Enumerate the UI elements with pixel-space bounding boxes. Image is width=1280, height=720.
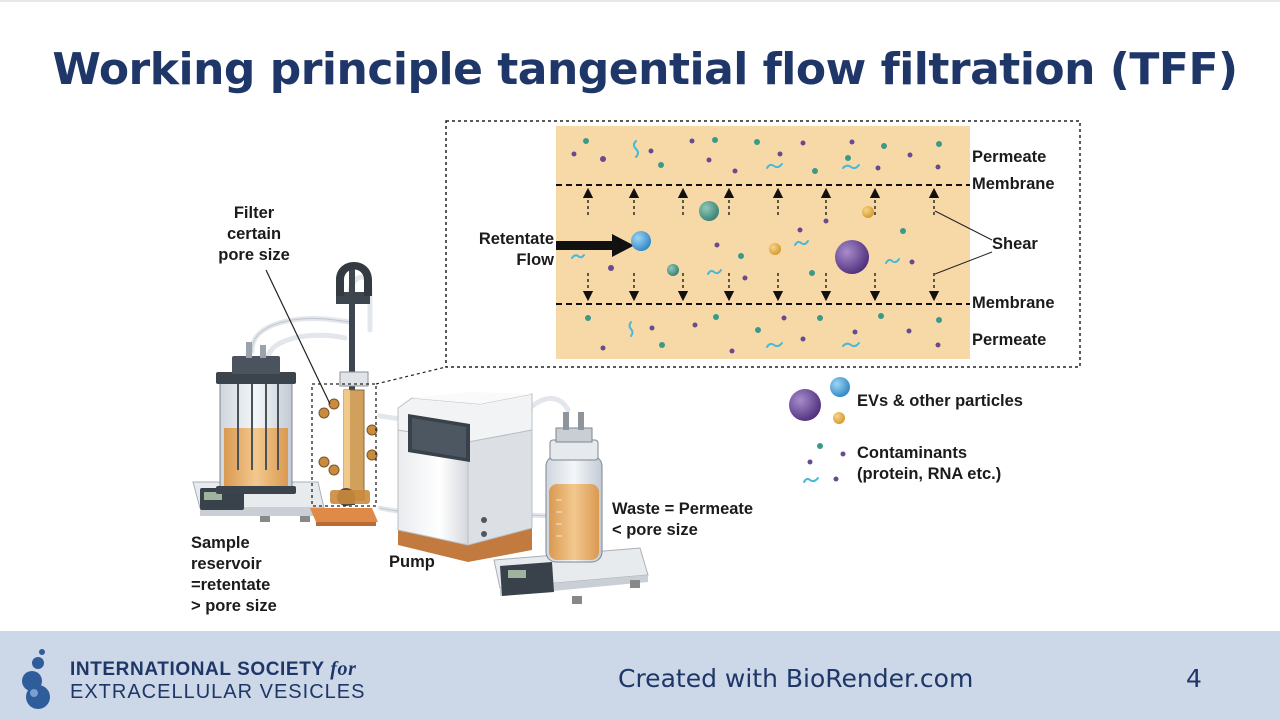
membrane-top-label: Membrane	[972, 175, 1055, 193]
isev-logo-icon	[22, 649, 50, 709]
legend-contaminant-icon	[840, 451, 846, 457]
filter-highlight-box	[311, 383, 377, 507]
pump-label: Pump	[389, 553, 435, 571]
filter-label: Filter certain pore size	[204, 203, 304, 266]
slide-title: Working principle tangential flow filtra…	[52, 44, 1238, 95]
detail-dotted-frame	[445, 120, 1081, 368]
filter-column-icon	[310, 262, 378, 526]
ev-particle	[862, 206, 874, 218]
retentate-flow-line2: Flow	[516, 251, 554, 269]
legend-contaminant-icon	[817, 443, 823, 449]
ev-particle	[699, 201, 719, 221]
permeate-bottom-label: Permeate	[972, 331, 1047, 349]
reservoir-icon	[216, 342, 296, 494]
biorender-credit: Created with BioRender.com	[618, 664, 974, 693]
waste-line2: < pore size	[612, 521, 698, 539]
ev-particle	[631, 231, 651, 251]
sample-line1: Sample	[191, 534, 250, 552]
waste-bottle-icon	[545, 412, 603, 563]
ev-particle	[769, 243, 781, 255]
filter-pointer	[265, 269, 331, 405]
permeate-arrows-up	[582, 187, 940, 215]
legend	[789, 377, 850, 483]
legend-contaminant-icon	[833, 476, 839, 482]
retentate-arrow-icon	[556, 234, 634, 257]
peristaltic-pump-icon	[397, 392, 533, 562]
membrane-bottom-label: Membrane	[972, 294, 1055, 312]
permeate-arrows-down	[582, 273, 940, 302]
filter-label-line2: certain	[226, 225, 282, 243]
retentate-flow-label: Retentate Flow	[448, 229, 554, 271]
sample-line2: reservoir	[191, 555, 262, 573]
sample-line3: =retentate	[191, 576, 271, 594]
scale-icon	[493, 547, 649, 604]
isev-name-line2: EXTRACELLULAR VESICLES	[70, 681, 366, 703]
legend-ev-blue-icon	[830, 377, 850, 397]
waste-line1: Waste = Permeate	[612, 500, 754, 518]
legend-contaminants-line2: (protein, RNA etc.)	[857, 465, 1002, 483]
page-number: 4	[1186, 664, 1202, 693]
ev-particle	[835, 240, 869, 274]
legend-ev-purple-icon	[789, 389, 821, 421]
retentate-flow-line1: Retentate	[478, 230, 554, 248]
footer-bar	[0, 631, 1280, 720]
sample-line4: > pore size	[191, 597, 277, 615]
top-divider	[0, 0, 1280, 2]
legend-contaminants-label: Contaminants (protein, RNA etc.)	[857, 443, 1001, 485]
isev-name-line1-text: INTERNATIONAL SOCIETY	[70, 659, 325, 680]
rna-squiggles	[571, 140, 900, 348]
legend-rna-icon	[803, 477, 819, 483]
filter-label-line3: pore size	[218, 246, 290, 264]
contaminant-dots	[571, 137, 942, 354]
shear-label: Shear	[992, 235, 1038, 253]
zoom-connector	[375, 366, 447, 385]
legend-contaminants-line1: Contaminants	[857, 444, 968, 462]
shear-pointer	[934, 251, 993, 275]
zoom-detail-panel	[445, 120, 1081, 368]
tff-illustration	[192, 120, 1081, 604]
permeate-top-label: Permeate	[972, 148, 1047, 166]
filter-label-line1: Filter	[233, 204, 275, 222]
legend-contaminant-icon	[807, 459, 813, 465]
shear-pointer	[934, 210, 993, 241]
isev-name-line1: INTERNATIONAL SOCIETY for	[70, 658, 356, 681]
sample-reservoir-label: Sample reservoir =retentate > pore size	[191, 533, 277, 617]
legend-evs-label: EVs & other particles	[857, 392, 1023, 410]
waste-label: Waste = Permeate < pore size	[612, 499, 753, 541]
legend-ev-gold-icon	[833, 412, 845, 424]
isev-for-text: for	[330, 658, 357, 680]
